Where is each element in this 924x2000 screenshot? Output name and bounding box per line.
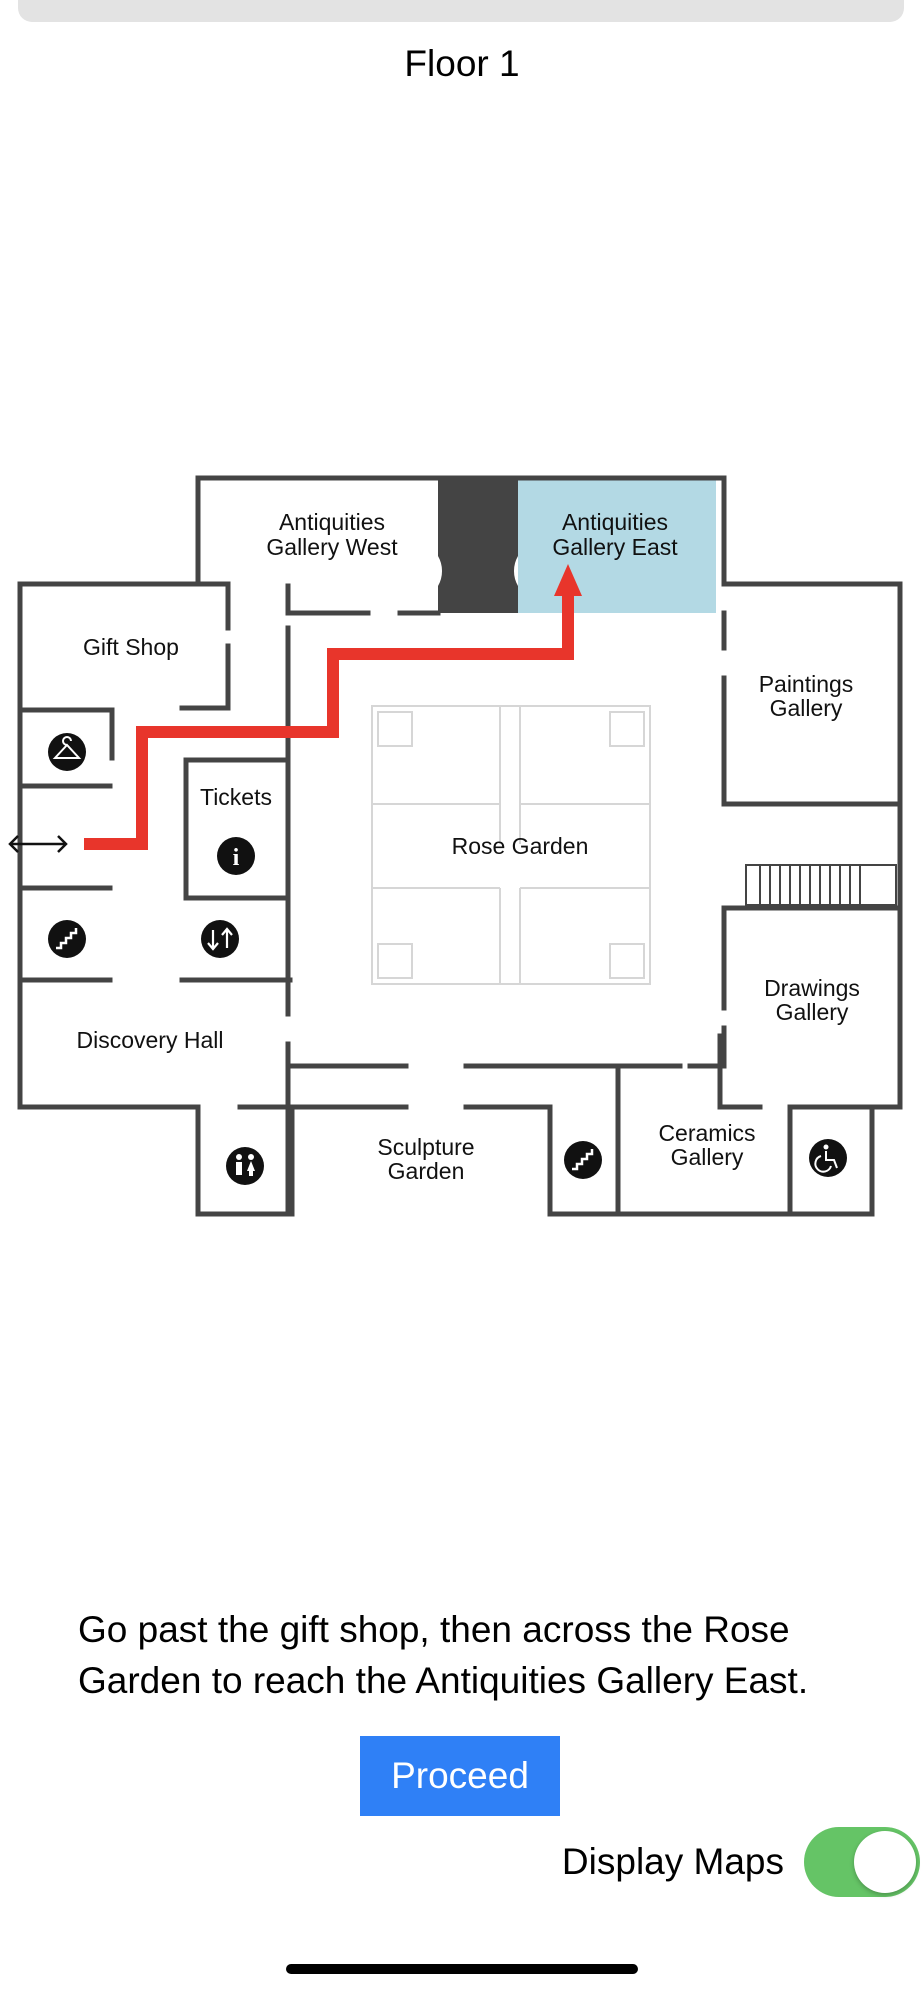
label-sculpture-1: Sculpture: [377, 1134, 474, 1160]
coat-check-icon: [48, 733, 86, 771]
svg-text:i: i: [233, 845, 240, 871]
staircase-right: [745, 864, 897, 906]
label-antiquities-east-2: Gallery East: [552, 534, 678, 560]
label-discovery-hall: Discovery Hall: [77, 1027, 224, 1053]
label-gift-shop: Gift Shop: [83, 634, 179, 660]
label-drawings-1: Drawings: [764, 975, 860, 1001]
floor-walls: [17, 475, 903, 1217]
stairs-icon-south: [564, 1141, 602, 1179]
label-paintings-2: Gallery: [770, 695, 843, 721]
rose-garden-courtyard: [371, 705, 651, 985]
info-icon: i: [217, 837, 255, 875]
route-path: [84, 588, 574, 850]
antiquities-east-highlight: [518, 478, 716, 613]
home-indicator[interactable]: [286, 1964, 638, 1974]
label-ceramics-2: Gallery: [671, 1144, 744, 1170]
label-antiquities-west-2: Gallery West: [266, 534, 398, 560]
directions-text: Go past the gift shop, then across the R…: [78, 1609, 809, 1701]
label-antiquities-east-1: Antiquities: [562, 509, 668, 535]
entrance-arrow-icon: [8, 835, 68, 853]
label-drawings-2: Gallery: [776, 999, 849, 1025]
label-tickets: Tickets: [200, 784, 272, 810]
label-paintings-1: Paintings: [759, 671, 854, 697]
sheet-handle[interactable]: [18, 0, 904, 22]
display-maps-label: Display Maps: [561, 1841, 784, 1882]
label-antiquities-west-1: Antiquities: [279, 509, 385, 535]
display-maps-toggle[interactable]: [804, 1827, 920, 1897]
elevator-icon: [201, 920, 239, 958]
wheelchair-icon: [809, 1139, 847, 1177]
proceed-button[interactable]: Proceed: [360, 1736, 560, 1816]
toggle-knob[interactable]: [854, 1831, 916, 1893]
floor-title: Floor 1: [404, 43, 520, 84]
floor-map: i Antiquities Gallery West Antiquities G…: [0, 468, 924, 1228]
label-ceramics-1: Ceramics: [658, 1120, 755, 1146]
passage-dark: [438, 478, 518, 613]
label-sculpture-2: Garden: [388, 1158, 465, 1184]
label-rose-garden: Rose Garden: [452, 833, 589, 859]
route-arrowhead: [554, 564, 582, 596]
display-maps-row: Display Maps: [562, 1824, 920, 1900]
stairs-icon: [48, 920, 86, 958]
restroom-icon: [226, 1147, 264, 1185]
